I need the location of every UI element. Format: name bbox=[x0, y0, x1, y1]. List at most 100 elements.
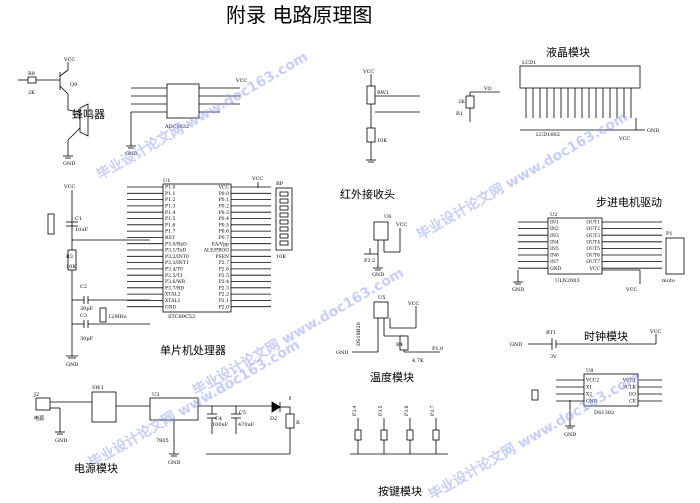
pin-label: OUT7 bbox=[586, 259, 600, 265]
pin-label: P3.1/TxD bbox=[165, 248, 187, 254]
ds1302-label: DS1302 bbox=[594, 410, 614, 416]
ds18b20-sensor bbox=[373, 301, 389, 319]
adc-gnd: GND bbox=[125, 151, 137, 157]
vo-label: VO bbox=[483, 86, 492, 92]
resistor-10k bbox=[366, 127, 376, 143]
pin-label: XTAL2 bbox=[165, 292, 180, 298]
module-label-power: 电源模块 bbox=[74, 461, 118, 475]
pin-label: OUT1 bbox=[586, 220, 600, 226]
pin-label: IN2 bbox=[550, 226, 559, 232]
rw1-label: RW1 bbox=[377, 90, 389, 96]
key-label: P3.5 bbox=[378, 406, 384, 416]
pin-label: P1.2 bbox=[165, 197, 175, 203]
u1-part: STC89C52 bbox=[168, 314, 195, 320]
motor-label: moto bbox=[662, 278, 675, 284]
pin-label: P0.3 bbox=[219, 210, 229, 216]
mcu-chip bbox=[162, 183, 232, 313]
c4-value: 100uF bbox=[212, 422, 229, 428]
temp-vcc: VCC bbox=[407, 301, 419, 307]
module-label-keys: 按键模块 bbox=[378, 484, 422, 498]
key-label: P3.6 bbox=[404, 406, 410, 416]
pin-label: P1.1 bbox=[165, 191, 175, 197]
bt1-label: BT1 bbox=[546, 330, 556, 336]
pot-vcc: VCC bbox=[362, 69, 374, 75]
pin-label: VCC2 bbox=[585, 378, 599, 384]
uln-vcc: VCC bbox=[625, 287, 637, 293]
clock-gnd-top: GND bbox=[510, 342, 522, 348]
key-label: P3.7 bbox=[430, 406, 436, 416]
crystal-y1 bbox=[99, 307, 107, 323]
power-jack-label: 电源 bbox=[34, 415, 44, 422]
pin-label: SCLK bbox=[623, 385, 637, 391]
pin-label: P1.7 bbox=[165, 229, 175, 235]
lcd-pins bbox=[525, 88, 632, 118]
pin-label: OUT3 bbox=[586, 233, 600, 239]
c2-value: 30pF bbox=[80, 306, 94, 312]
stepper-module: 步进电机驱动 U2 ULN2003 IN1IN2IN3IN4IN5IN6IN7G… bbox=[512, 195, 685, 293]
ir-vcc: VCC bbox=[395, 222, 407, 228]
rp-element bbox=[279, 205, 289, 211]
pin-label: OUT6 bbox=[586, 253, 600, 259]
uln-gnd: GND bbox=[512, 287, 524, 293]
led-d2-icon bbox=[271, 401, 281, 413]
c5-value: 470uF bbox=[238, 422, 255, 428]
pin-label: EA/Vpp bbox=[212, 241, 229, 247]
rp-element bbox=[279, 212, 289, 218]
pin-label: I/O bbox=[629, 392, 636, 398]
module-label-ir: 红外接收头 bbox=[340, 187, 395, 201]
resistor-r bbox=[285, 413, 295, 429]
pin-label: P1.3 bbox=[165, 204, 175, 210]
reset-button bbox=[47, 213, 55, 235]
module-label-lcd: 液晶模块 bbox=[546, 45, 590, 59]
pin-label: VCC bbox=[218, 185, 230, 191]
pin-label: P2.6 bbox=[219, 267, 229, 273]
key-button bbox=[380, 429, 388, 441]
pin-label: OUT2 bbox=[586, 226, 600, 232]
rp-element bbox=[279, 240, 289, 246]
bt1-value: 3V bbox=[550, 354, 557, 360]
u2-part: ULN2003 bbox=[555, 278, 580, 284]
clock-module: 时钟模块 GND BT1 3V VCC U8 DS1302 VCC2X1X2GN… bbox=[510, 329, 662, 438]
pin-label: RST bbox=[165, 235, 176, 241]
power-gnd-b: GND bbox=[168, 460, 180, 466]
pin-label: P0.4 bbox=[219, 216, 229, 222]
motor-connector-p1 bbox=[665, 237, 685, 275]
rp-element bbox=[279, 198, 289, 204]
c4-label: C4 bbox=[215, 416, 222, 422]
lcd-module: 液晶模块 LCD1 LCD1602 GND VCC 2K R1 VO bbox=[456, 45, 659, 142]
pin-label: ALE/PROG bbox=[203, 248, 230, 254]
j2-label: J2 bbox=[33, 392, 39, 398]
rp-elements bbox=[279, 191, 289, 246]
rp-element bbox=[279, 219, 289, 225]
pin-label: X2 bbox=[586, 392, 592, 398]
pin-label: P0.0 bbox=[219, 191, 229, 197]
r8-label: R8 bbox=[28, 71, 35, 77]
buzzer-icon bbox=[79, 103, 89, 137]
rp-label: RP bbox=[276, 181, 284, 187]
module-label-mcu: 单片机处理器 bbox=[160, 343, 226, 357]
pin-label: P2.1 bbox=[219, 298, 229, 304]
pin-label: P2.2 bbox=[219, 292, 229, 298]
adc-label: ADC0832 bbox=[164, 124, 189, 130]
pin-label: OUT5 bbox=[586, 246, 600, 252]
resistor-r1 bbox=[465, 95, 475, 109]
ds18b20-label: DS18B20 bbox=[356, 322, 362, 346]
module-label-buzzer: 蜂鸣器 bbox=[72, 107, 105, 121]
pin-label: P2.4 bbox=[219, 279, 229, 285]
c1-label: C1 bbox=[75, 216, 82, 222]
d2-label: D2 bbox=[270, 416, 277, 422]
pin-label: CE bbox=[629, 399, 636, 405]
mcu-right-pins: VCCP0.0P0.1P0.2P0.3P0.4P0.5P0.6P0.7EA/Vp… bbox=[203, 185, 271, 310]
watermark-text: 毕业设计论文网 www.doc163.com bbox=[94, 48, 311, 183]
pin-label: P2.0 bbox=[219, 304, 229, 310]
r-label: R bbox=[296, 420, 300, 426]
pin-label: XTAL1 bbox=[165, 298, 180, 304]
ir-gnd: GND bbox=[372, 272, 384, 278]
pin-label: GND bbox=[586, 399, 598, 405]
p32-label: P3.2 bbox=[364, 258, 375, 264]
lcd-label: LCD1 bbox=[522, 60, 536, 66]
pin-label: VCC bbox=[589, 266, 601, 272]
